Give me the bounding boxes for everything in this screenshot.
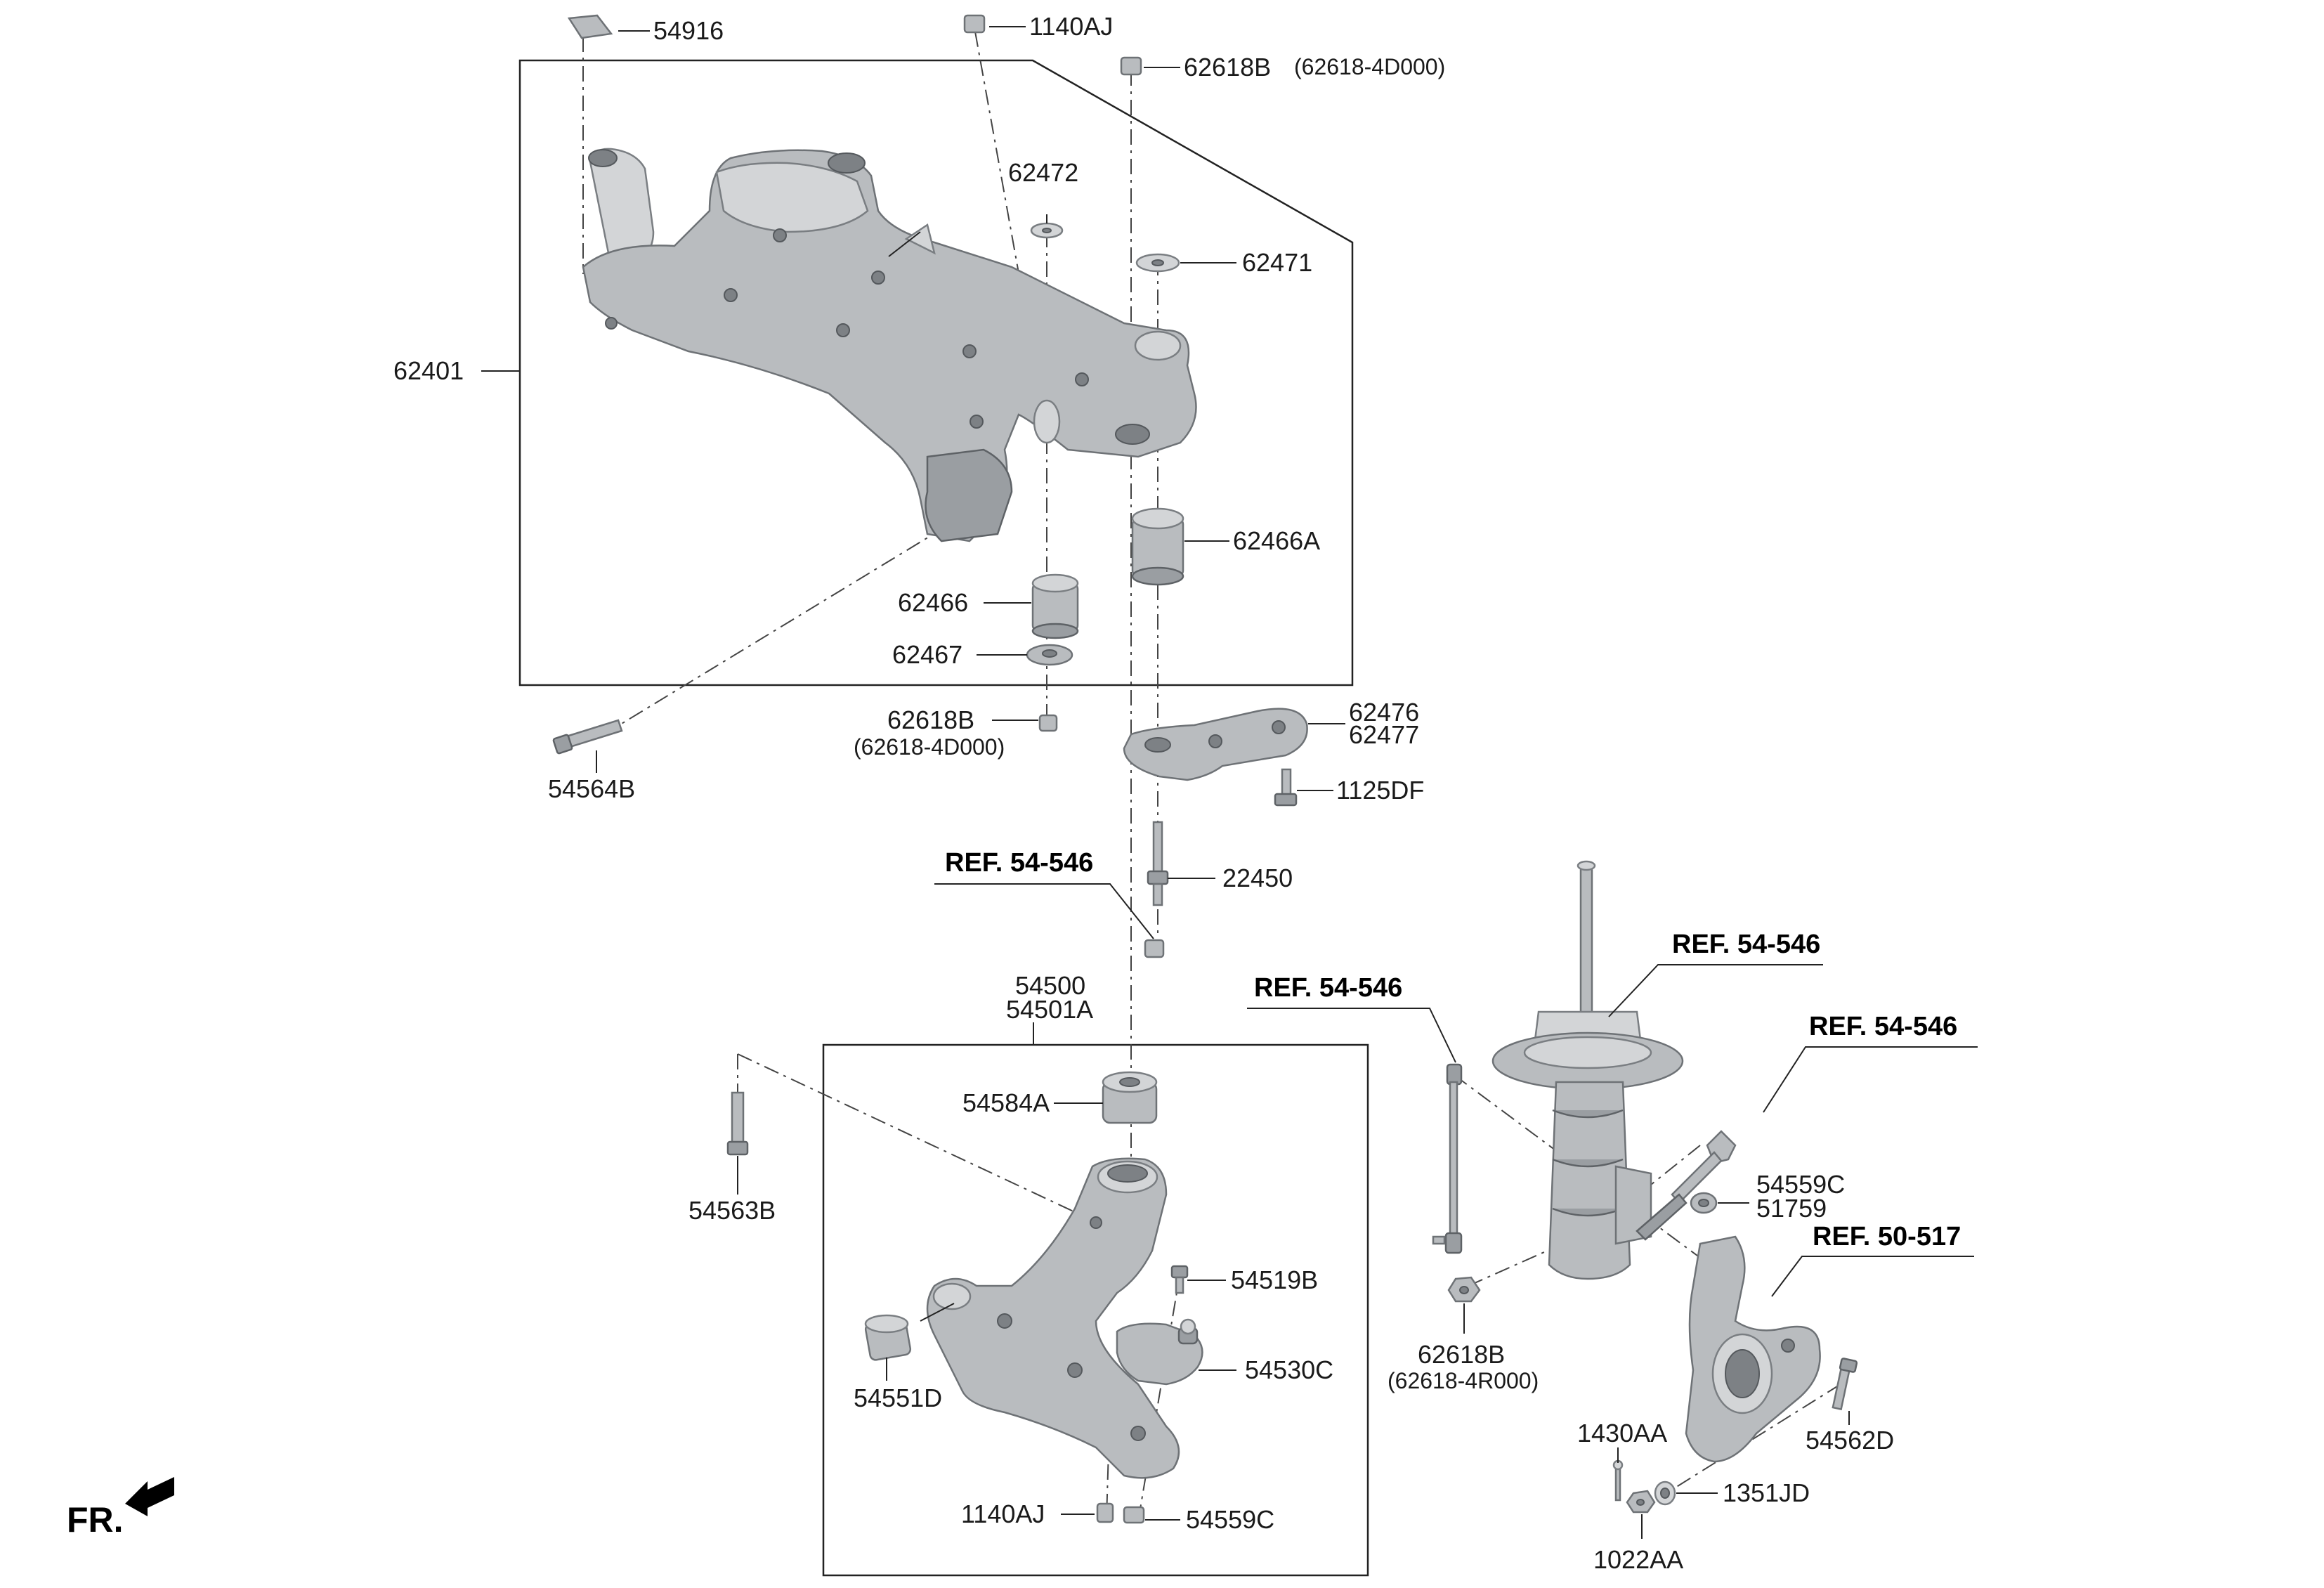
bolt-54562D [1832, 1358, 1858, 1411]
bolt-54563B [726, 1091, 749, 1156]
bushing-62466A [1131, 507, 1184, 586]
bolt-1125DF [1274, 768, 1298, 807]
label-1140AJ-top: 1140AJ [1029, 12, 1113, 41]
label-54559C-right: 54559C [1756, 1170, 1845, 1199]
washer-1351JD [1654, 1480, 1676, 1506]
washer-62467 [1026, 644, 1073, 666]
nut-62618B-low [1447, 1276, 1481, 1303]
label-62618B-mid-alt: (62618-4D000) [854, 734, 1005, 760]
label-54916: 54916 [653, 16, 724, 45]
front-direction-arrow [125, 1477, 174, 1516]
pin-1430AA [1612, 1459, 1624, 1502]
nut-62618B-mid [1038, 714, 1058, 732]
stabilizer-link [1432, 1063, 1463, 1254]
label-1125DF: 1125DF [1336, 776, 1424, 805]
bolt-54519B [1170, 1265, 1189, 1294]
ref-strut-bolt: REF. 54-546 [1809, 1012, 1957, 1041]
label-62471: 62471 [1242, 248, 1312, 277]
ref-knuckle: REF. 50-517 [1813, 1222, 1961, 1251]
label-62618B-top: 62618B [1184, 53, 1271, 82]
label-62401: 62401 [393, 356, 464, 385]
front-crossmember-62401 [582, 148, 1197, 542]
label-62618B-mid: 62618B [887, 705, 974, 734]
nut-54559C-bottom [1123, 1506, 1145, 1524]
label-62466A: 62466A [1233, 526, 1320, 555]
label-54551D: 54551D [854, 1384, 942, 1412]
label-54519B: 54519B [1231, 1265, 1318, 1294]
bracket-62476-62477 [1123, 708, 1308, 781]
bushing-54551D [864, 1314, 912, 1361]
ref-strut: REF. 54-546 [1672, 930, 1820, 959]
label-54559C-bottom: 54559C [1186, 1505, 1274, 1534]
bushing-54584A [1102, 1071, 1158, 1124]
nut-1022AA [1626, 1490, 1656, 1514]
bushing-62466 [1031, 573, 1079, 639]
steering-knuckle [1685, 1235, 1821, 1463]
nut-ref-center [1144, 939, 1165, 958]
label-1351JD: 1351JD [1723, 1478, 1810, 1507]
pad-54916 [567, 14, 613, 39]
front-direction-label: FR. [67, 1500, 124, 1540]
stud-22450 [1147, 821, 1169, 906]
label-54500: 54500 [1015, 971, 1085, 1000]
nut-1140AJ-top [963, 14, 986, 34]
lower-control-arm [926, 1157, 1180, 1479]
washer-62471 [1135, 253, 1180, 273]
washer-62472 [1030, 222, 1064, 239]
label-62467: 62467 [892, 640, 962, 669]
ball-joint-54530C [1116, 1318, 1203, 1386]
lower-arm-assembly-frame [822, 1043, 1369, 1577]
crossmember-assembly-frame [518, 59, 1354, 686]
label-62618B-low-alt: (62618-4R000) [1388, 1368, 1539, 1393]
label-54501A: 54501A [1006, 995, 1093, 1024]
bolt-strut-upper [1636, 1130, 1737, 1241]
label-54530C: 54530C [1245, 1355, 1333, 1384]
nut-54559C-right [1690, 1192, 1718, 1214]
nut-1140AJ-bottom [1096, 1502, 1114, 1523]
label-54563B: 54563B [688, 1196, 776, 1225]
bolt-54564B [552, 719, 623, 755]
label-1022AA: 1022AA [1593, 1545, 1683, 1574]
label-54562D: 54562D [1806, 1426, 1894, 1454]
label-22450: 22450 [1222, 864, 1293, 892]
label-54564B: 54564B [548, 774, 635, 803]
label-1430AA: 1430AA [1577, 1419, 1667, 1447]
ref-center: REF. 54-546 [945, 848, 1093, 878]
label-51759: 51759 [1756, 1194, 1827, 1223]
label-62618B-low: 62618B [1418, 1340, 1505, 1369]
ref-stabilizer-link: REF. 54-546 [1254, 973, 1402, 1003]
leader-lines [481, 26, 1978, 1539]
label-54584A: 54584A [962, 1088, 1050, 1117]
label-62466: 62466 [898, 588, 968, 617]
label-62476: 62476 [1349, 698, 1419, 727]
label-1140AJ-bottom: 1140AJ [961, 1499, 1045, 1528]
front-strut [1491, 860, 1684, 1280]
label-62618B-top-alt: (62618-4D000) [1294, 54, 1445, 79]
label-62477: 62477 [1349, 720, 1419, 749]
label-62472: 62472 [1008, 158, 1078, 187]
nut-62618B-top [1120, 56, 1142, 76]
